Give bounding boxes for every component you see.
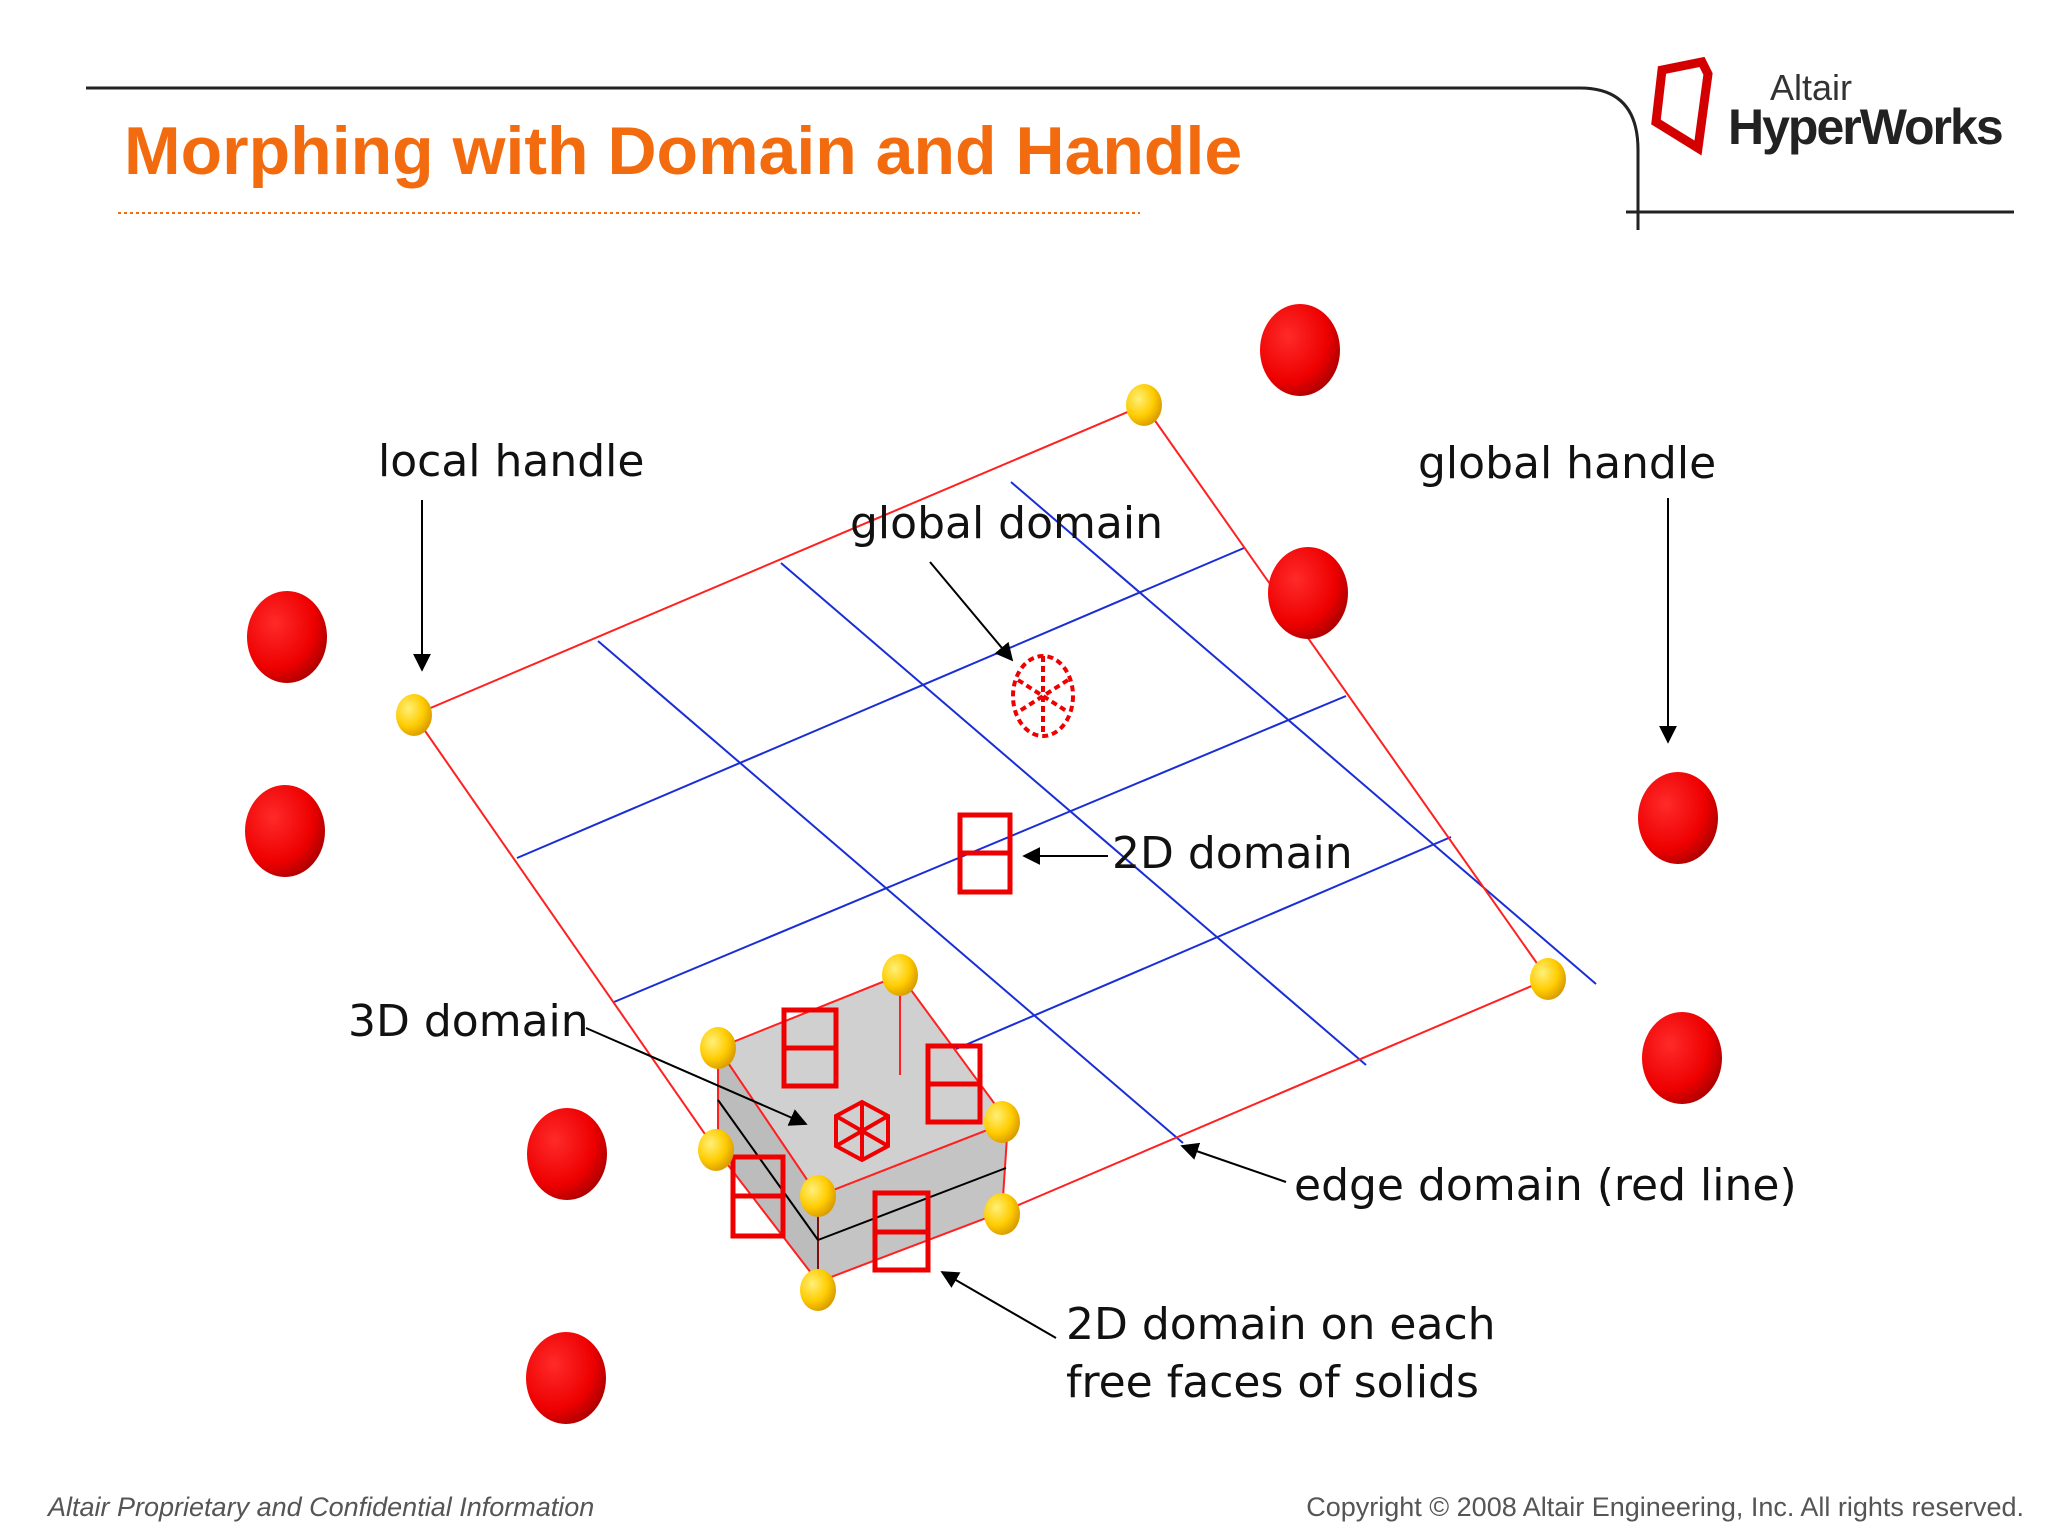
local-handle-label: local handle — [378, 436, 645, 487]
edge-line — [413, 404, 1145, 716]
local-handle — [984, 1101, 1020, 1143]
2d-domain-symbol-grid — [957, 812, 1013, 895]
local-handles — [396, 384, 1566, 1311]
2d-domain-label: 2D domain — [1112, 828, 1353, 879]
local-handle — [700, 1027, 736, 1069]
solid-box — [716, 973, 1010, 1285]
local-handle — [800, 1175, 836, 1217]
altair-logo-icon: Altair HyperWorks — [1651, 56, 2004, 156]
faces-domain-arrow — [940, 1271, 1057, 1339]
grid-line — [1010, 481, 1597, 985]
global-handle — [1642, 1012, 1722, 1104]
global-handle — [527, 1108, 607, 1200]
grid-line — [955, 836, 1452, 1050]
local-handle — [396, 694, 432, 736]
global-handle — [245, 785, 325, 877]
edge-line — [413, 714, 717, 1151]
faces-domain-label: 2D domain on each free faces of solids — [1066, 1296, 1496, 1412]
global-handle — [1638, 772, 1718, 864]
2d-domain-symbol-face — [781, 1007, 839, 1089]
slide-title: Morphing with Domain and Handle — [124, 113, 1243, 189]
global-handle — [1260, 304, 1340, 396]
2d-domain-symbol-face — [730, 1154, 786, 1239]
global-handle — [526, 1332, 606, 1424]
edge-domain-label: edge domain (red line) — [1294, 1160, 1797, 1211]
grid-line — [613, 695, 1347, 1003]
edge-domain-lines — [413, 404, 1549, 1213]
2d-domain-symbol-face — [872, 1190, 931, 1273]
global-domain-label: global domain — [850, 498, 1163, 549]
global-handle — [247, 591, 327, 683]
local-handle — [698, 1129, 734, 1171]
2d-domain-symbol-face — [925, 1043, 983, 1125]
footer-confidential: Altair Proprietary and Confidential Info… — [48, 1492, 595, 1522]
footer-copyright: Copyright © 2008 Altair Engineering, Inc… — [1306, 1492, 2024, 1522]
local-handle — [800, 1269, 836, 1311]
edge-line — [1143, 404, 1549, 980]
3d-domain-symbol — [834, 1099, 890, 1163]
annotation-arrows — [413, 498, 1677, 1339]
grid-line — [516, 547, 1245, 859]
local-handle — [984, 1193, 1020, 1235]
domain-grid — [516, 481, 1597, 1144]
edge-domain-arrow — [1180, 1142, 1287, 1183]
local-handle — [882, 954, 918, 996]
local-handle — [1126, 384, 1162, 426]
global-handle — [1268, 547, 1348, 639]
global-domain-symbol — [1011, 654, 1075, 738]
3d-domain-label: 3D domain — [348, 996, 589, 1047]
faces-domain-label-line1: 2D domain on each — [1066, 1299, 1496, 1350]
3d-domain-arrow — [585, 1027, 808, 1126]
2d-domain-symbols — [730, 812, 1013, 1273]
global-domain-arrow — [929, 561, 1014, 662]
grid-line — [780, 562, 1367, 1066]
edge-line — [1001, 978, 1549, 1213]
faces-domain-label-line2: free faces of solids — [1066, 1357, 1479, 1408]
local-handle — [1530, 958, 1566, 1000]
global-handles — [245, 304, 1722, 1424]
grid-line — [597, 640, 1184, 1144]
header-rule — [86, 86, 2014, 230]
logo-brand-bottom: HyperWorks — [1728, 99, 2002, 155]
global-handle-label: global handle — [1418, 438, 1717, 489]
logo-brand-top: Altair — [1770, 67, 1852, 108]
altair-hyperworks-logo: Altair HyperWorks — [1640, 52, 2040, 162]
